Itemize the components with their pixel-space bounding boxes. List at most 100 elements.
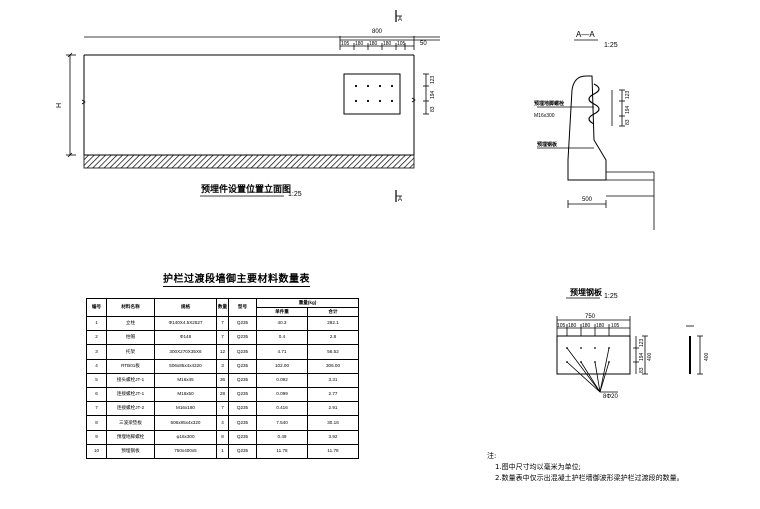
table-cell-unit: 0.092 [256, 372, 308, 388]
table-cell-unit: 0.416 [256, 401, 308, 417]
table-cell-qty: 7 [216, 315, 229, 332]
table-cell-name: RTB01板 [106, 358, 155, 374]
elev-dim-right: 50 [420, 41, 427, 47]
table-cell-spec: Φ140X4.5X2527 [154, 315, 217, 332]
elevation-scale: 1:25 [288, 191, 302, 198]
plate-dim-vert-2: 194 [639, 352, 645, 361]
table-cell-total: 11.78 [306, 443, 360, 459]
plate-dim-part-2: 180 [568, 323, 577, 329]
table-cell-name: 三波梁垫板 [106, 415, 155, 431]
table-cell-grade: Q235 [228, 372, 257, 388]
table-cell-unit: 11.78 [256, 443, 308, 459]
table-cell-total: 3.92 [306, 429, 360, 445]
header-weight: 重量(kg) [255, 298, 360, 308]
plate-dim-vert: 123 194 83 [639, 338, 645, 373]
table-cell-qty: 4 [216, 415, 229, 431]
table-cell-no: 7 [86, 401, 107, 417]
table-cell-total: 3.31 [306, 372, 360, 388]
plate-scale: 1:25 [604, 293, 618, 300]
note-line-1: 1.图中尺寸均以毫米为单位; [495, 463, 582, 471]
table-cell-no: 6 [86, 386, 107, 403]
table-cell-grade: Q235 [228, 429, 257, 445]
section-mark-bottom: A [398, 197, 402, 203]
table-cell-no: 2 [86, 330, 107, 346]
table-cell-total: 56.52 [306, 344, 360, 360]
table-cell-unit: 4.71 [256, 344, 308, 360]
table-cell-qty: 7 [216, 330, 229, 346]
section-dim-vert-2: 194 [625, 105, 631, 114]
table-cell-total: 306.00 [306, 358, 360, 374]
table-cell-grade: Q235 [228, 330, 257, 346]
section-dim-vert-3: 83 [625, 119, 631, 125]
elev-dim-part-1: 105 [341, 41, 350, 47]
footing-hatch [83, 154, 415, 169]
anchor-label-2: M16x300 [534, 113, 555, 119]
table-cell-spec: φ16x300 [154, 429, 217, 445]
table-cell-unit: 0.4 [256, 330, 308, 346]
table-cell-unit: 102.00 [256, 358, 308, 374]
table-cell-qty: 12 [216, 344, 229, 360]
table-cell-grade: Q235 [228, 401, 257, 417]
header-name: 材料名称 [106, 298, 155, 317]
table-cell-total: 2.91 [306, 401, 360, 417]
table-cell-qty: 8 [216, 429, 229, 445]
plate-dim-part-4: 180 [596, 323, 605, 329]
table-cell-no: 1 [86, 315, 107, 332]
section-dim-vert: 123 194 83 [625, 90, 631, 125]
elev-dim-part-5: 105 [397, 41, 406, 47]
table-cell-name: 柱帽 [106, 330, 155, 346]
header-qty: 数量 [216, 298, 229, 317]
elev-dim-vert: 123 194 83 [430, 75, 436, 112]
table-title: 护栏过渡段墙御主要材料数量表 [163, 270, 310, 287]
height-label: H [56, 103, 63, 108]
table-cell-unit: 7.540 [256, 415, 308, 431]
table-cell-name: 连接螺栓JT-1 [106, 386, 155, 403]
plate-height: 400 [647, 352, 653, 361]
table-cell-grade: Q235 [228, 386, 257, 403]
table-cell-total: 30.16 [306, 415, 360, 431]
plate-dim-part-1: 105 [557, 323, 566, 329]
section-view [537, 39, 655, 230]
plate-view [556, 297, 703, 393]
table-cell-unit: 0.49 [256, 429, 308, 445]
table-cell-no: 3 [86, 344, 107, 360]
table-cell-name: 立柱 [106, 315, 155, 332]
table-cell-grade: Q235 [228, 358, 257, 374]
plate-dim-vert-1: 123 [639, 338, 645, 347]
table-cell-spec: M16x180 [154, 401, 217, 417]
section-title: A—A [576, 30, 595, 39]
elev-dim-part-3: 180 [369, 41, 378, 47]
section-dim-bottom: 500 [582, 197, 593, 203]
notes: 注: 1.图中尺寸均以毫米为单位; 2.数量表中仅示出混凝土护栏墙御波形梁护栏过… [487, 451, 684, 484]
elev-dim-part-4: 180 [383, 41, 392, 47]
table-cell-spec: M16x50 [154, 386, 217, 403]
table-cell-name: 连接螺栓JT-2 [106, 401, 155, 417]
elevation-view [66, 10, 440, 202]
table-cell-qty: 36 [216, 372, 229, 388]
plate-outline [556, 335, 631, 375]
elev-dim-vert-1: 123 [430, 75, 436, 84]
table-cell-unit: 40.3 [256, 315, 308, 332]
table-cell-total: 2.77 [306, 386, 360, 403]
section-scale: 1:25 [604, 42, 618, 49]
table-cell-no: 10 [86, 443, 107, 459]
table-cell-grade: Q235 [228, 344, 257, 360]
table-cell-spec: 300X270X35X6 [154, 344, 217, 360]
note-line-2: 2.数量表中仅示出混凝土护栏墙御波形梁护栏过渡段的数量。 [495, 474, 684, 482]
table-cell-total: 282.1 [306, 315, 360, 332]
plate-label: 预埋钢板 [537, 141, 558, 148]
table-cell-spec: 506x85x4x320 [154, 415, 217, 431]
header-total-weight: 合计 [306, 307, 360, 317]
table-cell-no: 8 [86, 415, 107, 431]
elev-dim-vert-2: 194 [430, 90, 436, 99]
table-cell-spec: 506x85x4x4320 [154, 358, 217, 374]
table-cell-grade: Q235 [228, 443, 257, 459]
